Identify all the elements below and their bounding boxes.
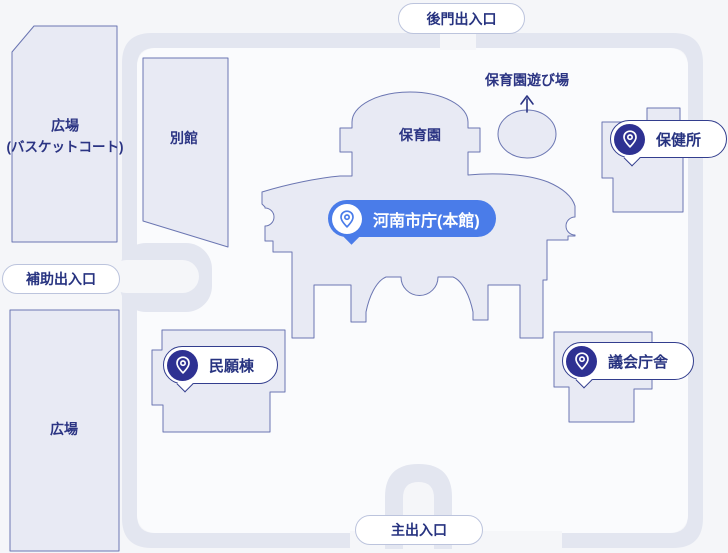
playground-arrow xyxy=(520,95,534,113)
plaza-basketball-court-label: 広場 (バスケットコート) xyxy=(7,116,124,159)
city-hall-marker[interactable]: 河南市庁(本館) xyxy=(328,200,496,245)
aux-gate-opening xyxy=(110,260,199,293)
plaza-court-line2: (バスケットコート) xyxy=(6,139,124,155)
marker-label: 議会庁舎 xyxy=(608,353,669,371)
annex-building-shape xyxy=(142,57,229,248)
marker-label: 保健所 xyxy=(656,131,702,149)
marker-label: 河南市庁(本館) xyxy=(373,212,480,230)
civil-affairs-marker[interactable]: 民願棟 xyxy=(163,346,278,393)
marker-label: 民願棟 xyxy=(209,357,255,375)
plaza-south-label: 広場 xyxy=(50,421,78,438)
playground-shape xyxy=(497,109,557,159)
council-marker[interactable]: 議会庁舎 xyxy=(562,342,694,389)
nursery-label: 保育園 xyxy=(399,127,441,144)
plaza-court-line1: 広場 xyxy=(51,117,79,134)
pin-icon xyxy=(614,123,645,155)
back-gate-opening xyxy=(440,31,476,50)
playground-label: 保育園遊び場 xyxy=(485,72,569,89)
pin-icon xyxy=(566,345,597,377)
pin-icon xyxy=(332,203,362,234)
health-center-marker[interactable]: 保健所 xyxy=(610,120,727,167)
plaza-south-shape xyxy=(9,309,120,552)
annex-label: 別館 xyxy=(170,130,198,147)
pin-icon xyxy=(167,349,198,381)
back-gate-pill: 後門出入口 xyxy=(398,3,525,34)
main-gate-pill: 主出入口 xyxy=(355,515,483,545)
plaza-basketball-court-shape xyxy=(11,25,118,243)
aux-gate-pill: 補助出入口 xyxy=(2,264,120,294)
